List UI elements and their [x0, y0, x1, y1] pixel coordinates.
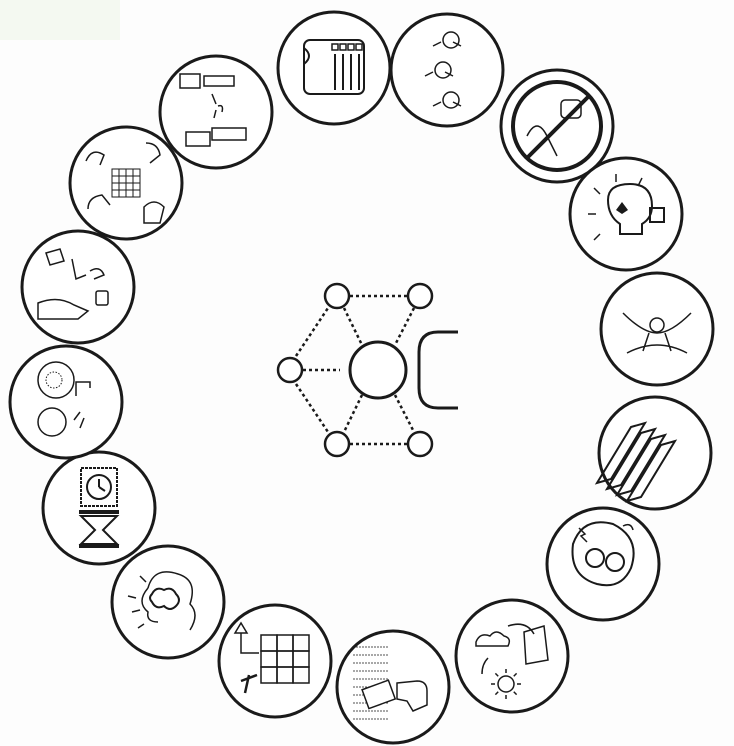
thinking-heads-icon	[10, 346, 122, 458]
icon-circle-frame	[391, 14, 503, 126]
icon-circle-frame	[456, 600, 568, 712]
icon-circle-frame	[219, 605, 331, 717]
stacked-bars-icon	[597, 397, 711, 509]
icon-circle-frame	[570, 158, 682, 270]
icon-circle-frame	[22, 231, 134, 343]
network-node	[278, 358, 302, 382]
bracket-shape	[419, 332, 458, 408]
icon-circle-frame	[601, 273, 713, 385]
network-link	[296, 384, 328, 432]
brain-head-icon	[112, 546, 224, 658]
clipboard-checklist-icon	[278, 12, 390, 124]
grid-puzzle-icon	[219, 605, 331, 717]
lightbulb-idea-icon	[570, 158, 682, 270]
people-exchange-icon	[160, 56, 272, 168]
network-node	[325, 432, 349, 456]
network-link	[344, 395, 362, 432]
network-link	[344, 308, 362, 345]
network-hub-node	[350, 342, 406, 398]
meditation-person-icon	[601, 273, 713, 385]
day-night-cycle-icon	[456, 600, 568, 712]
icon-circle-frame	[112, 546, 224, 658]
icon-circle-frame	[10, 346, 122, 458]
network-link	[296, 308, 328, 356]
clock-hourglass-icon	[43, 452, 155, 564]
hands-devices-icon	[22, 231, 134, 343]
hands-rubiks-cube-icon	[70, 127, 182, 239]
hand-pointing-document-icon	[337, 631, 449, 743]
network-node	[325, 284, 349, 308]
center-network-diagram	[278, 284, 458, 456]
worried-faces-sequence-icon	[391, 14, 503, 126]
stressed-face-icon	[547, 508, 659, 620]
network-node	[408, 284, 432, 308]
network-link	[395, 395, 414, 432]
network-node	[408, 432, 432, 456]
network-link	[395, 308, 414, 345]
